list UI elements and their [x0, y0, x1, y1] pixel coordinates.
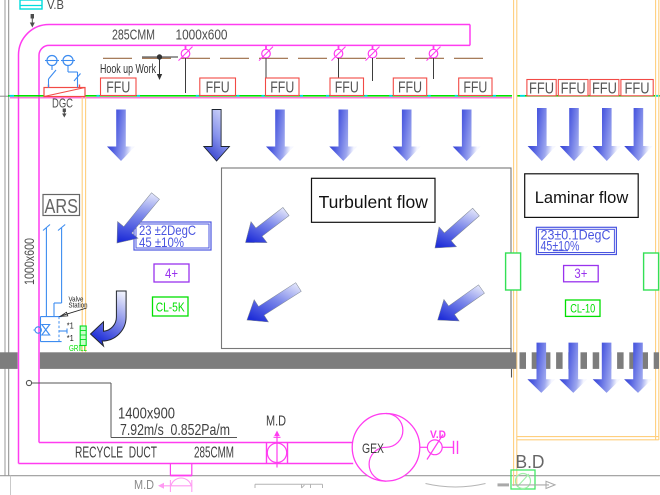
- svg-text:CL-5K: CL-5K: [156, 300, 185, 315]
- svg-text:1000x600: 1000x600: [176, 28, 228, 44]
- svg-text:FFU: FFU: [206, 80, 230, 97]
- svg-text:RECYCLE DUCT: RECYCLE DUCT: [75, 445, 157, 462]
- svg-text:7.92m/s 0.852Pa/m: 7.92m/s 0.852Pa/m: [120, 422, 230, 439]
- svg-text:45 ±10%: 45 ±10%: [139, 234, 184, 250]
- svg-text:1400x900: 1400x900: [118, 406, 175, 423]
- svg-text:M.D: M.D: [134, 477, 154, 492]
- svg-text:FFU: FFU: [335, 80, 359, 97]
- svg-text:*1: *1: [67, 334, 75, 343]
- svg-text:FFU: FFU: [463, 80, 487, 97]
- svg-text:GEX: GEX: [362, 440, 384, 456]
- svg-text:FFU: FFU: [592, 81, 617, 98]
- svg-text:FFU: FFU: [106, 80, 130, 97]
- svg-text:V.B: V.B: [47, 0, 64, 12]
- svg-text:3+: 3+: [574, 265, 587, 281]
- svg-text:FFU: FFU: [398, 80, 422, 97]
- svg-text:285CMM: 285CMM: [112, 28, 155, 44]
- svg-text:B.D: B.D: [516, 451, 545, 472]
- svg-text:Turbulent flow: Turbulent flow: [319, 192, 429, 212]
- svg-text:M.D: M.D: [266, 414, 286, 430]
- svg-text:23±0.1DegC: 23±0.1DegC: [541, 227, 611, 242]
- svg-text:23 ±2DegC: 23 ±2DegC: [139, 222, 196, 238]
- svg-text:CL-10: CL-10: [570, 302, 595, 316]
- svg-text:Station: Station: [69, 301, 88, 310]
- svg-text:ARS: ARS: [45, 196, 79, 218]
- svg-text:45±10%: 45±10%: [541, 239, 580, 254]
- svg-text:285CMM: 285CMM: [194, 445, 234, 462]
- svg-text:Laminar flow: Laminar flow: [535, 189, 629, 207]
- svg-text:GRILL: GRILL: [69, 344, 87, 353]
- svg-text:Valve: Valve: [69, 295, 84, 304]
- svg-text:*1: *1: [67, 321, 75, 330]
- svg-text:V.D: V.D: [430, 429, 446, 441]
- svg-text:Hook up Work: Hook up Work: [100, 62, 157, 76]
- svg-text:FFU: FFU: [625, 81, 650, 98]
- svg-text:FFU: FFU: [529, 81, 554, 98]
- svg-text:1000x600: 1000x600: [21, 238, 37, 285]
- svg-text:4+: 4+: [165, 265, 178, 281]
- svg-text:DGC: DGC: [52, 96, 73, 111]
- svg-text:FFU: FFU: [270, 80, 294, 97]
- svg-text:FFU: FFU: [561, 81, 586, 98]
